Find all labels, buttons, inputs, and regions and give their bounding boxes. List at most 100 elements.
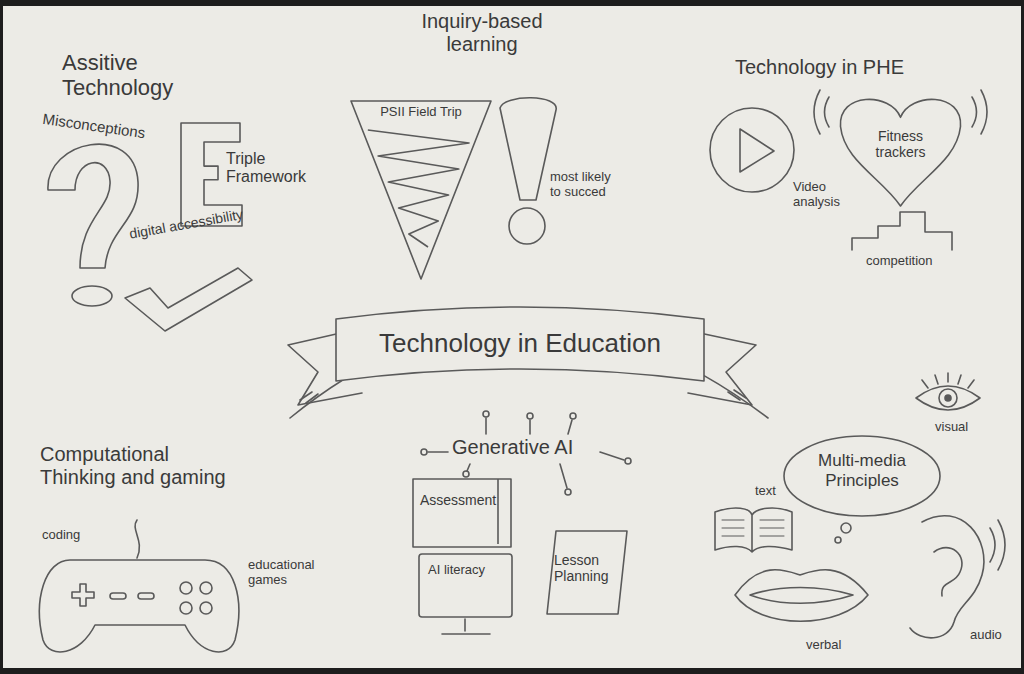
thought-bubble-path: [784, 436, 940, 516]
node-text: Lesson Planning: [554, 552, 616, 584]
sense-label-holder: visual: [935, 420, 995, 435]
signal-arcs: [972, 90, 987, 134]
sense-label: verbal: [806, 638, 866, 653]
topic-label: coding: [42, 528, 102, 543]
podium: [852, 212, 952, 250]
section-heading-holder: Inquiry-based learning: [392, 10, 572, 56]
node-text: Triple Framework: [226, 150, 326, 187]
sense-label: audio: [970, 628, 1015, 643]
circuit-dot: [527, 413, 533, 419]
sense-label: text: [755, 484, 795, 499]
circuit-dot: [421, 449, 427, 455]
circuit-dot: [565, 489, 571, 495]
section-heading: Assitive Technology: [62, 50, 237, 101]
topic-label-holder: coding: [42, 528, 102, 543]
circuit-line: [529, 420, 531, 434]
section-heading-holder: Generative AI: [452, 436, 622, 459]
topic-label: educational games: [248, 558, 338, 588]
eye: [916, 386, 980, 410]
leader-line: [135, 520, 139, 558]
monitor-screen-path: [419, 554, 512, 617]
controller-button: [110, 593, 126, 599]
letter-e-shape: Triple Framework: [180, 122, 330, 227]
circuit-line: [485, 418, 487, 434]
bubble-tail: [841, 523, 851, 533]
play-circle: [710, 108, 794, 192]
circuit-line: [467, 464, 470, 471]
funnel-shape: PSII Field Trip: [350, 100, 492, 280]
thought-bubble: Multi-media Principles: [783, 435, 941, 517]
sense-label-holder: verbal: [806, 638, 866, 653]
heart-shape: Fitness trackers: [838, 92, 963, 207]
open-book: [715, 508, 792, 552]
section-heading-holder: Technology in PHE: [735, 56, 965, 79]
check-mark: [125, 268, 252, 331]
monitor-screen: AI literacy: [418, 553, 513, 618]
ear: [910, 516, 984, 638]
topic-label: Misconceptions: [42, 110, 168, 144]
exclamation-mark: [500, 98, 556, 200]
eye-pupil: [945, 395, 951, 401]
play-triangle: [740, 129, 774, 172]
monitor-stand: [442, 619, 490, 634]
topic-label: most likely to succed: [550, 170, 625, 200]
game-controller: [39, 560, 238, 652]
banner-hatching: [300, 390, 746, 403]
funnel-shape-outline: [350, 100, 492, 280]
circuit-line: [568, 420, 572, 434]
circuit-line: [560, 464, 567, 488]
title-banner-path: [336, 307, 704, 381]
mouth-teeth: [750, 588, 853, 604]
bubble-tail: [835, 537, 841, 543]
exclamation-dot: [509, 208, 545, 244]
section-heading-holder: Computational Thinking and gaming: [40, 443, 235, 489]
section-heading: Technology in PHE: [735, 56, 965, 79]
topic-label-holder: Video analysis: [793, 180, 868, 210]
node-text: Technology in Education: [351, 329, 689, 359]
node-text: Multi-media Principles: [805, 451, 919, 490]
controller-dpad: [72, 584, 94, 606]
sense-label: visual: [935, 420, 995, 435]
circuit-line: [600, 452, 624, 460]
paper-sheet-box-path: [413, 479, 511, 547]
paper-sheet-box-outline: [412, 478, 512, 548]
sound-arcs: [990, 520, 1005, 570]
question-mark: [48, 144, 138, 268]
node-text: Assessment: [420, 492, 496, 508]
section-heading: Inquiry-based learning: [392, 10, 572, 56]
controller-button: [180, 582, 192, 594]
section-heading: Computational Thinking and gaming: [40, 443, 235, 489]
node-text: Fitness trackers: [862, 128, 939, 160]
section-heading-holder: Assitive Technology: [62, 50, 237, 101]
circuit-dot: [625, 458, 631, 464]
controller-button: [180, 602, 192, 614]
paper-sheet-box: Assessment: [412, 478, 512, 548]
mouth-lips: [735, 570, 868, 621]
controller-button: [138, 593, 154, 599]
topic-label-holder: Misconceptions: [42, 110, 168, 144]
eye-iris: [939, 389, 957, 407]
topic-label-holder: competition: [866, 254, 956, 269]
title-banner: Technology in Education: [335, 305, 705, 385]
node-text: PSII Field Trip: [358, 105, 484, 120]
section-heading: Generative AI: [452, 436, 622, 459]
topic-label: competition: [866, 254, 956, 269]
signal-arcs: [814, 90, 829, 134]
topic-label-holder: most likely to succed: [550, 170, 625, 200]
topic-label: Video analysis: [793, 180, 868, 210]
book-lines: [722, 520, 784, 536]
tilted-paper: Lesson Planning: [546, 530, 628, 615]
controller-button: [200, 602, 212, 614]
circuit-dot: [483, 411, 489, 417]
question-dot: [72, 286, 112, 306]
heart-shape-path: [840, 99, 960, 206]
funnel-shape-path: [351, 101, 491, 279]
topic-label-holder: educational games: [248, 558, 338, 588]
sense-label-holder: audio: [970, 628, 1015, 643]
controller-button: [200, 582, 212, 594]
node-text: AI literacy: [428, 563, 505, 578]
sense-label-holder: text: [755, 484, 795, 499]
tilted-paper-path: [547, 531, 627, 614]
circuit-line: [428, 451, 448, 453]
